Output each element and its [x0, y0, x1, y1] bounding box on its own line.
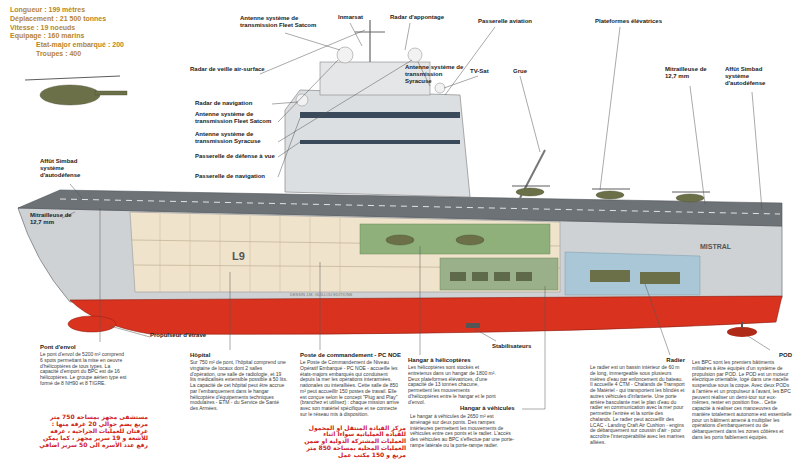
ship-name: MISTRAL	[700, 243, 750, 251]
part-label: Antenne système de transmission Fleet Sa…	[195, 111, 277, 125]
section-body: Les hélicoptères sont stockés et entrete…	[408, 365, 500, 405]
part-label: Plateformes élévatrices	[595, 18, 685, 25]
part-label: Passerelle de défense à vue	[195, 153, 277, 160]
part-label: TV-Sat	[470, 68, 500, 75]
part-label: Inmarsat	[338, 14, 378, 21]
spec-line: Etat-major embarqué : 200	[10, 41, 126, 50]
part-label: Affût Simbad système d'autodéfense	[725, 66, 787, 87]
spec-line: Déplacement : 21 500 tonnes	[10, 15, 126, 24]
section-body: Le pont d'envol de 5200 m² comprend 6 sp…	[40, 352, 128, 387]
part-label: Propulseur d'étrave	[150, 332, 210, 339]
spec-panel: Longueur : 199 mètresDéplacement : 21 50…	[5, 3, 131, 64]
section-body: Le hangar à véhicules de 2650 m² est amé…	[410, 414, 515, 449]
part-label: Mitrailleuse de 12,7 mm	[665, 66, 717, 80]
part-label: Antenne système de transmission Syracuse	[405, 64, 465, 85]
part-label: Antenne système de transmission Syracuse	[195, 131, 277, 145]
section-title: Poste de commandement - PC NOE	[300, 352, 402, 359]
arabic-note: مستشفى مجهز بمساحة 750 متر مربع يضم حوال…	[38, 414, 148, 448]
section-body: Sur 750 m² de pont, l'hôpital comprend u…	[190, 360, 288, 412]
section-title: Radier	[590, 357, 685, 364]
arabic-note: مركز القيادة المنتقل او المحمول للقيادة …	[298, 425, 406, 459]
spec-line: Longueur : 199 mètres	[10, 6, 126, 15]
part-label: Affût Simbad système d'autodéfense	[40, 158, 95, 179]
part-label: Passerelle aviation	[478, 18, 558, 25]
hull-number: L9	[232, 250, 262, 263]
part-label: Radar de veille air-surface	[190, 66, 285, 73]
part-label: Stabilisateurs	[492, 343, 542, 350]
section-body: Le radier est un bassin intérieur de 60 …	[590, 365, 685, 446]
part-label: Radar d'appontage	[390, 14, 460, 21]
section-title: POD	[692, 352, 792, 359]
credit: DESSIN J.M. GUILLOU EDITIONS	[290, 293, 400, 298]
part-label: Mitrailleuse de 12,7 mm	[30, 212, 82, 226]
section-title: Pont d'envol	[40, 344, 125, 351]
spec-line: Equipage : 160 marins	[10, 32, 126, 41]
part-label: Radar de navigation	[195, 100, 275, 107]
section-title: Hangar à véhicules	[460, 405, 522, 412]
spec-line: Troupes : 400	[10, 50, 126, 59]
spec-line: Vitesse : 19 noeuds	[10, 24, 126, 33]
part-label: Passerelle de navigation	[195, 173, 277, 180]
part-label: Grue	[513, 68, 538, 75]
section-title: Hangar à hélicoptères	[408, 357, 500, 364]
section-body: Le Poste de Commandement de Niveau Opéra…	[300, 360, 402, 418]
section-title: Hôpital	[190, 352, 285, 359]
section-body: Les BPC sont les premiers bâtiments mili…	[692, 360, 792, 441]
part-label: Antenne système de transmission Fleet Sa…	[240, 15, 330, 29]
